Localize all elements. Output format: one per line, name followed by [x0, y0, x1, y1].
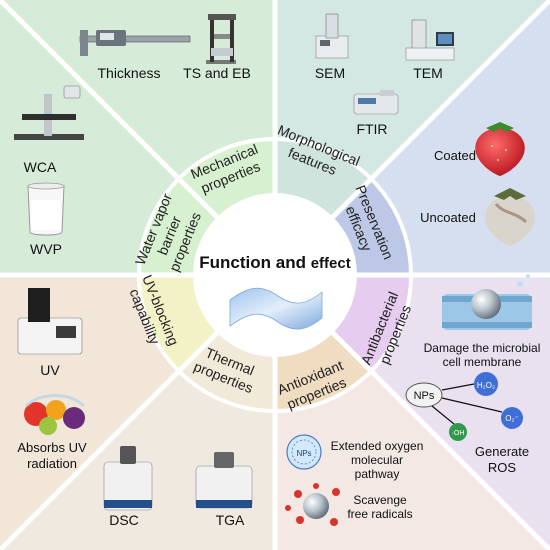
label-tga: TGA: [216, 512, 245, 528]
svg-text:O₂⁻: O₂⁻: [505, 414, 519, 423]
wca-instrument-icon: [14, 85, 84, 140]
tem-instrument-icon: [405, 19, 455, 61]
tga-instrument-icon: [195, 452, 253, 509]
h2o2-node: [474, 372, 498, 396]
membrane-icon: [442, 274, 532, 330]
nps-node: [405, 382, 443, 408]
label-uncoated: Uncoated: [420, 210, 476, 225]
label-ftir: FTIR: [356, 121, 387, 137]
uv-spectrometer-icon: [17, 288, 83, 355]
label-coated: Coated: [434, 148, 476, 163]
ros-diagram: NPs H₂O₂ O₂⁻ ·OH: [405, 372, 523, 441]
sem-instrument-icon: [315, 13, 349, 59]
tensile-tester-icon: [206, 14, 236, 64]
radical-cluster-icon: [285, 483, 340, 526]
svg-text:NPs: NPs: [414, 390, 435, 402]
label-dsc: DSC: [109, 512, 139, 528]
ring-outer-border: [137, 137, 413, 413]
center-circle: [193, 193, 357, 357]
label-ts-eb: TS and EB: [183, 65, 251, 81]
oh-node: [449, 423, 467, 441]
label-wca: WCA: [24, 159, 57, 175]
label-tem: TEM: [413, 65, 443, 81]
label-wvp: WVP: [30, 241, 62, 257]
caliper-icon: [79, 30, 191, 56]
label-sem: SEM: [315, 65, 345, 81]
coated-strawberry-icon: [475, 122, 525, 176]
svg-text:·OH: ·OH: [452, 430, 465, 437]
wvp-beaker-icon: [27, 182, 65, 236]
fruit-basket-icon: [24, 394, 86, 435]
center-title: Function and effect: [199, 253, 350, 272]
ftir-instrument-icon: [353, 90, 399, 115]
svg-text:H₂O₂: H₂O₂: [477, 381, 495, 390]
np-network-icon: NPs: [286, 434, 322, 470]
svg-text:NPs: NPs: [296, 449, 311, 458]
label-thickness: Thickness: [97, 65, 160, 81]
o2-node: [501, 407, 523, 429]
dsc-instrument-icon: [103, 446, 153, 511]
label-uv: UV: [40, 362, 60, 378]
uncoated-strawberry-icon: [485, 188, 535, 246]
film-graphic: [229, 287, 323, 330]
